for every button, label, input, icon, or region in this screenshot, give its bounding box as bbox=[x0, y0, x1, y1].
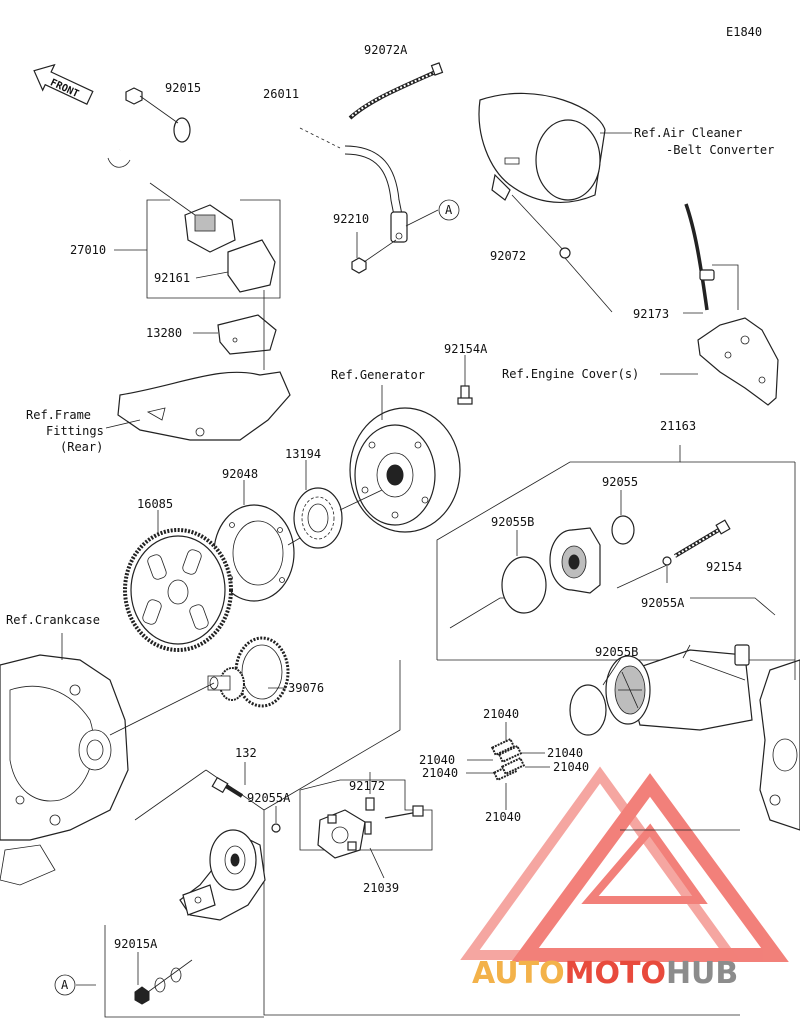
callout-a-bottom bbox=[54, 974, 76, 996]
label-92015a: 92015A bbox=[114, 937, 158, 951]
crankcase-ref bbox=[0, 633, 215, 886]
part-labels: 92072A 92015 26011 27010 92161 92210 132… bbox=[70, 43, 742, 951]
label-92154: 92154 bbox=[706, 560, 742, 574]
gear-39076 bbox=[207, 636, 290, 708]
assembly-outline-21163 bbox=[436, 445, 681, 660]
svg-text:A: A bbox=[445, 203, 453, 217]
label-92055a-bottom: 92055A bbox=[247, 791, 291, 805]
label-27010: 27010 bbox=[70, 243, 106, 257]
ref-engine-cover: Ref.Engine Cover(s) bbox=[502, 367, 639, 381]
nut-washers-92015a bbox=[134, 952, 193, 1005]
watermark-hub: HUB bbox=[666, 956, 738, 991]
clutch-13194 bbox=[293, 460, 383, 549]
label-21040-right2: 21040 bbox=[553, 760, 589, 774]
reference-labels: Ref.Air Cleaner -Belt Converter Ref.Engi… bbox=[6, 126, 774, 627]
label-92161: 92161 bbox=[154, 271, 190, 285]
starter-cable-26011 bbox=[107, 117, 408, 243]
label-92072a: 92072A bbox=[364, 43, 408, 57]
generator-ref bbox=[349, 385, 461, 533]
label-13194: 13194 bbox=[285, 447, 321, 461]
washer-92055a-bottom bbox=[271, 823, 281, 833]
starter-motor-21163 bbox=[605, 644, 753, 731]
ref-frame-line1: Ref.Frame bbox=[26, 408, 91, 422]
starter-end-cover bbox=[549, 527, 601, 594]
label-92173: 92173 bbox=[633, 307, 669, 321]
label-21040-left1: 21040 bbox=[419, 753, 455, 767]
watermark-auto: AUTO bbox=[472, 956, 565, 991]
label-39076: 39076 bbox=[288, 681, 324, 695]
ref-air-cleaner-line2: -Belt Converter bbox=[666, 143, 774, 157]
watermark-logo bbox=[460, 766, 789, 962]
watermark-text: AUTOMOTOHUB bbox=[472, 956, 738, 991]
ref-frame-line2: Fittings bbox=[46, 424, 104, 438]
label-92210: 92210 bbox=[333, 212, 369, 226]
relay-group-27010 bbox=[114, 182, 281, 299]
cable-tie-92173 bbox=[683, 203, 739, 314]
callout-a-top bbox=[438, 199, 460, 221]
bolt-132 bbox=[211, 762, 246, 798]
springs-21040 bbox=[466, 722, 550, 810]
ref-crankcase: Ref.Crankcase bbox=[6, 613, 100, 627]
starter-clutch-housing bbox=[179, 829, 266, 921]
crankcase-right bbox=[759, 659, 800, 831]
frame-fittings bbox=[105, 290, 291, 441]
label-21040-bottom: 21040 bbox=[485, 810, 521, 824]
svg-text:A: A bbox=[61, 978, 69, 992]
label-26011: 26011 bbox=[263, 87, 299, 101]
label-92055a-top: 92055A bbox=[641, 596, 685, 610]
label-92055b-bottom: 92055B bbox=[595, 645, 638, 659]
air-cleaner-ref bbox=[478, 92, 632, 313]
label-21040-left2: 21040 bbox=[422, 766, 458, 780]
label-92048: 92048 bbox=[222, 467, 258, 481]
nut-92015 bbox=[125, 87, 143, 105]
washer-92055a-top bbox=[662, 556, 672, 566]
label-92072: 92072 bbox=[490, 249, 526, 263]
watermark-moto: MOTO bbox=[565, 956, 666, 991]
ref-air-cleaner-line1: Ref.Air Cleaner bbox=[634, 126, 742, 140]
label-92055b-top: 92055B bbox=[491, 515, 534, 529]
label-21040-top: 21040 bbox=[483, 707, 519, 721]
ref-frame-line3: (Rear) bbox=[60, 440, 103, 454]
label-21039: 21039 bbox=[363, 881, 399, 895]
gear-16085 bbox=[123, 510, 233, 652]
front-arrow-icon: FRONT bbox=[33, 63, 94, 105]
ref-generator: Ref.Generator bbox=[331, 368, 425, 382]
engine-cover-ref bbox=[660, 317, 779, 406]
bracket-13280 bbox=[193, 314, 277, 355]
bolt-92154 bbox=[673, 519, 731, 558]
label-21040-right1: 21040 bbox=[547, 746, 583, 760]
label-92154a: 92154A bbox=[444, 342, 488, 356]
nut-92210 bbox=[351, 257, 367, 274]
brush-holder-21039 bbox=[317, 805, 424, 879]
label-92015: 92015 bbox=[165, 81, 201, 95]
oring-92055b-top bbox=[501, 556, 547, 614]
label-21163: 21163 bbox=[660, 419, 696, 433]
bolt-92154a bbox=[457, 355, 473, 405]
brush-holder-box bbox=[299, 779, 433, 851]
oring-92055 bbox=[611, 515, 635, 545]
label-132: 132 bbox=[235, 746, 257, 760]
ring-92048 bbox=[213, 480, 301, 602]
label-16085: 16085 bbox=[137, 497, 173, 511]
oring-92055b-bottom bbox=[569, 684, 607, 736]
cable-tie-92072a bbox=[348, 62, 444, 120]
label-92172: 92172 bbox=[349, 779, 385, 793]
diagram-code: E1840 bbox=[726, 25, 762, 39]
screw-92172 bbox=[365, 772, 375, 811]
label-92055: 92055 bbox=[602, 475, 638, 489]
label-13280: 13280 bbox=[146, 326, 182, 340]
